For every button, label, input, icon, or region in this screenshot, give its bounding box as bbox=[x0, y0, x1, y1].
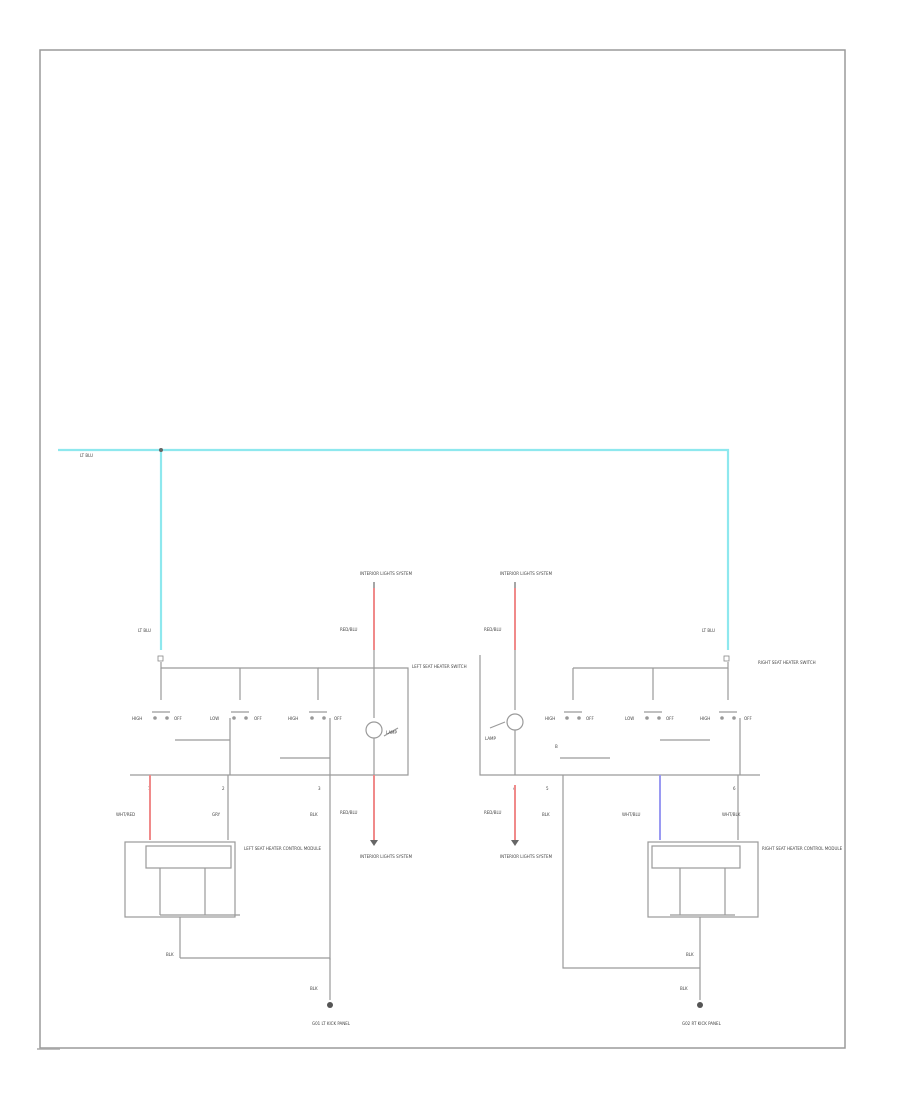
lamp-label: LAMP bbox=[485, 736, 497, 741]
left-heater-block-label: LEFT SEAT HEATER CONTROL MODULE bbox=[244, 846, 322, 851]
diagram-frame bbox=[39, 49, 846, 1049]
right-wire-c-label: BLK bbox=[542, 812, 550, 817]
left-gnd-wire-label: BLK bbox=[166, 952, 174, 957]
right-out-wire-label: RED/BLU bbox=[484, 810, 502, 815]
switch-pos-high: HIGH bbox=[545, 716, 555, 721]
left-out-wire-label: RED/BLU bbox=[340, 810, 358, 815]
switch-block-label: RIGHT SEAT HEATER SWITCH bbox=[758, 660, 816, 665]
right-bottom-block-label: INTERIOR LIGHTS SYSTEM bbox=[500, 854, 553, 859]
connector-pin bbox=[157, 655, 164, 662]
switch-pos-off: OFF bbox=[744, 716, 752, 721]
right-wire-b-label: WHT/BLK bbox=[722, 812, 741, 817]
left-bottom-block-label: INTERIOR LIGHTS SYSTEM bbox=[360, 854, 413, 859]
left-wire-b-label: GRY bbox=[212, 812, 221, 817]
right-gnd-wire2-label: BLK bbox=[680, 986, 688, 991]
left-ground-point bbox=[327, 1002, 333, 1008]
switch-pos-low: LOW bbox=[210, 716, 219, 721]
switch-pos-low: LOW bbox=[625, 716, 634, 721]
switch-pos-high: HIGH bbox=[132, 716, 142, 721]
right-red-wire bbox=[511, 582, 519, 846]
left-ground-label: G01 LT KICK PANEL bbox=[312, 1021, 351, 1026]
switch-block-label: LEFT SEAT HEATER SWITCH bbox=[412, 664, 467, 669]
switch-pos-off: OFF bbox=[334, 716, 342, 721]
switch-pos-high: HIGH bbox=[700, 716, 710, 721]
left-red-wire bbox=[370, 582, 378, 846]
feed-left-label: LT BLU bbox=[138, 628, 151, 633]
left-gnd-wire2-label: BLK bbox=[310, 986, 318, 991]
conn-label: 2 bbox=[222, 786, 225, 791]
feed-splice-dot bbox=[159, 448, 163, 452]
feed-right-label: LT BLU bbox=[702, 628, 715, 633]
left-wire-c-label: BLK bbox=[310, 812, 318, 817]
right-in-wire-label: RED/BLU bbox=[484, 627, 502, 632]
switch-pos-off: OFF bbox=[174, 716, 182, 721]
left-seat-heater-switch bbox=[130, 662, 409, 960]
feed-top-label: LT BLU bbox=[80, 453, 93, 458]
left-heater-module bbox=[124, 775, 331, 1000]
conn-label: 3 bbox=[318, 786, 321, 791]
connector-pin bbox=[723, 655, 730, 662]
left-in-wire-label: RED/BLU bbox=[340, 627, 358, 632]
right-ground-label: G02 RT KICK PANEL bbox=[682, 1021, 722, 1026]
right-heater-block-label: RIGHT SEAT HEATER CONTROL MODULE bbox=[762, 846, 843, 851]
right-gnd-wire-label: BLK bbox=[686, 952, 694, 957]
right-ground-point bbox=[697, 1002, 703, 1008]
feed-wire-lt-blu bbox=[58, 448, 730, 650]
switch-pos-off: OFF bbox=[666, 716, 674, 721]
switch-pos-off: OFF bbox=[254, 716, 262, 721]
left-wire-a-label: WHT/RED bbox=[116, 812, 135, 817]
right-wire-a-label: WHT/BLU bbox=[622, 812, 641, 817]
switch-pos-high: HIGH bbox=[288, 716, 298, 721]
right-seat-heater-switch bbox=[479, 655, 760, 1000]
right-heater-module bbox=[647, 775, 759, 950]
right-top-block-label: INTERIOR LIGHTS SYSTEM bbox=[500, 571, 553, 576]
switch-pos-off: OFF bbox=[586, 716, 594, 721]
conn-label: 5 bbox=[546, 786, 549, 791]
lamp-label: LAMP bbox=[386, 730, 398, 735]
conn-label: 6 bbox=[733, 786, 736, 791]
right-sub-label: B bbox=[555, 744, 558, 749]
left-top-block-label: INTERIOR LIGHTS SYSTEM bbox=[360, 571, 413, 576]
